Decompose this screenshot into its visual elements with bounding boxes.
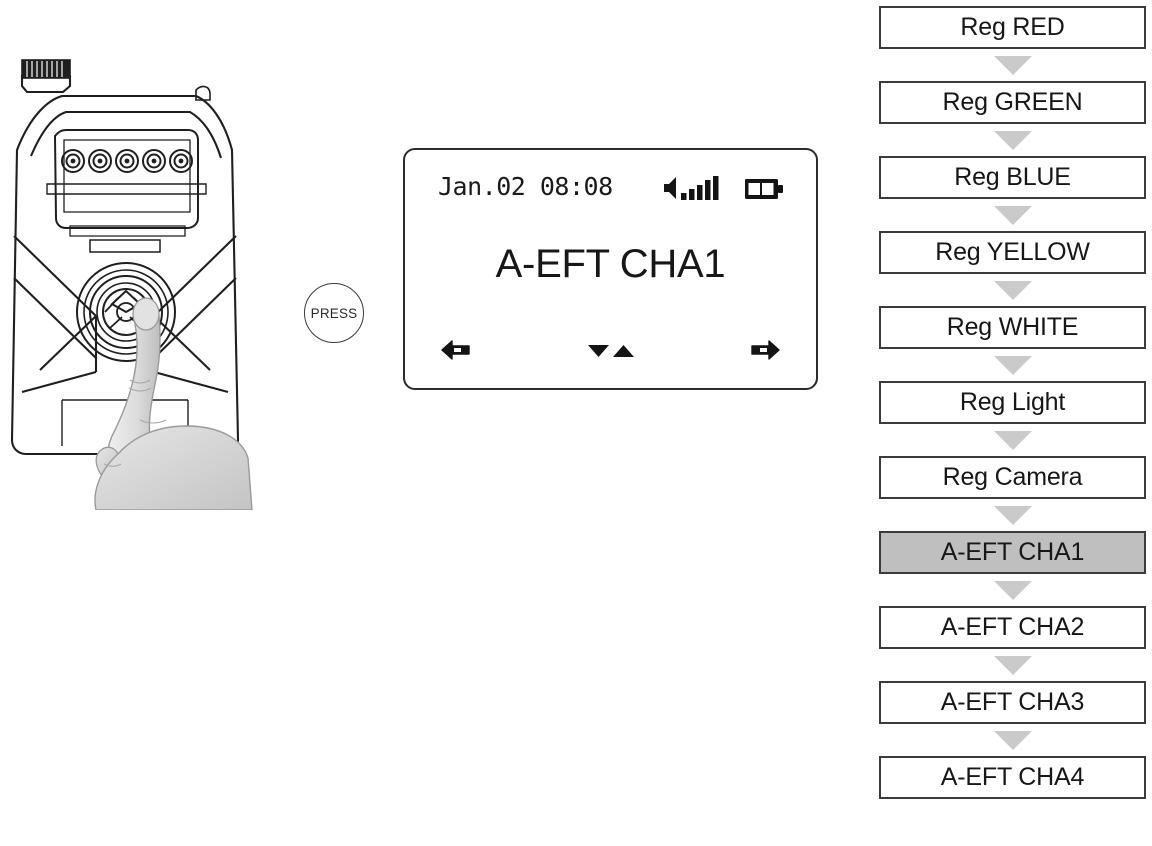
device-button-row — [61, 149, 193, 173]
flow-box[interactable]: A-EFT CHA4 — [879, 756, 1146, 799]
flow-box-label: Reg YELLOW — [935, 238, 1090, 266]
flow-row: Reg GREEN — [879, 81, 1146, 124]
speaker-signal-icon — [662, 175, 728, 201]
flow-box-label: A-EFT CHA2 — [940, 613, 1085, 641]
flow-box[interactable]: A-EFT CHA1 — [879, 531, 1146, 574]
lcd-main-text: A-EFT CHA1 — [495, 242, 726, 286]
arrow-right-icon[interactable] — [750, 338, 780, 367]
triangle-down-icon — [993, 430, 1032, 450]
flow-box[interactable]: Reg GREEN — [879, 81, 1146, 124]
flow-box-label: A-EFT CHA4 — [940, 763, 1085, 791]
device-illustration — [0, 40, 270, 511]
flow-arrow-down-icon — [879, 274, 1146, 306]
arrow-left-icon[interactable] — [441, 338, 471, 367]
flow-row: Reg Light — [879, 381, 1146, 424]
flow-box-label: Reg BLUE — [954, 163, 1071, 191]
triangle-down-icon — [993, 580, 1032, 600]
flow-box[interactable]: A-EFT CHA3 — [879, 681, 1146, 724]
lcd-nav-bar — [405, 336, 816, 366]
triangle-down-icon — [993, 205, 1032, 225]
triangle-down-icon — [993, 55, 1032, 75]
menu-flowchart: Reg RED Reg GREEN Reg BLUE Reg YELLOW Reg WH… — [879, 6, 1146, 799]
triangle-down-icon — [993, 355, 1032, 375]
joystick-icon — [76, 262, 176, 362]
press-label: PRESS — [310, 305, 358, 321]
flow-arrow-down-icon — [879, 199, 1146, 231]
flow-box-label: Reg RED — [960, 13, 1065, 41]
flow-box[interactable]: Reg WHITE — [879, 306, 1146, 349]
flow-row: Reg Camera — [879, 456, 1146, 499]
hand-pressing-joystick — [94, 297, 253, 511]
flow-box-label: A-EFT CHA3 — [940, 688, 1085, 716]
flow-box[interactable]: Reg YELLOW — [879, 231, 1146, 274]
flow-box[interactable]: Reg Light — [879, 381, 1146, 424]
flow-box-label: Reg GREEN — [942, 88, 1083, 116]
flow-arrow-down-icon — [879, 349, 1146, 381]
flow-arrow-down-icon — [879, 724, 1146, 756]
flow-box[interactable]: Reg Camera — [879, 456, 1146, 499]
triangle-down-icon — [993, 730, 1032, 750]
flow-row: Reg BLUE — [879, 156, 1146, 199]
flow-arrow-down-icon — [879, 499, 1146, 531]
flow-row: Reg YELLOW — [879, 231, 1146, 274]
flow-row: Reg RED — [879, 6, 1146, 49]
antenna-icon — [21, 59, 71, 79]
triangle-down-icon — [993, 655, 1032, 675]
lcd-status-bar: Jan.02 08:08 — [405, 172, 816, 206]
triangle-down-icon — [993, 505, 1032, 525]
flow-arrow-down-icon — [879, 649, 1146, 681]
battery-icon — [744, 178, 784, 205]
flow-box[interactable]: A-EFT CHA2 — [879, 606, 1146, 649]
flow-row: A-EFT CHA2 — [879, 606, 1146, 649]
triangle-down-icon — [993, 130, 1032, 150]
flow-box-label: Reg Camera — [942, 463, 1083, 491]
flow-box-label: Reg Light — [959, 388, 1066, 416]
flow-arrow-down-icon — [879, 574, 1146, 606]
flow-arrow-down-icon — [879, 49, 1146, 81]
flow-box[interactable]: Reg RED — [879, 6, 1146, 49]
device-body-outline — [10, 74, 240, 456]
flow-row: A-EFT CHA3 — [879, 681, 1146, 724]
lcd-screen: Jan.02 08:08 A-EFT CHA1 — [403, 148, 818, 390]
flow-box[interactable]: Reg BLUE — [879, 156, 1146, 199]
triangle-down-icon — [993, 280, 1032, 300]
lcd-datetime: Jan.02 08:08 — [438, 172, 613, 201]
flow-row: A-EFT CHA4 — [879, 756, 1146, 799]
flow-arrow-down-icon — [879, 124, 1146, 156]
flow-arrow-down-icon — [879, 424, 1146, 456]
arrow-down-up-icon[interactable] — [405, 342, 816, 365]
flow-row: A-EFT CHA1 — [879, 531, 1146, 574]
flow-box-label: Reg WHITE — [946, 313, 1079, 341]
press-button-callout: PRESS — [304, 283, 364, 343]
flow-row: Reg WHITE — [879, 306, 1146, 349]
flow-box-label: A-EFT CHA1 — [940, 538, 1085, 566]
